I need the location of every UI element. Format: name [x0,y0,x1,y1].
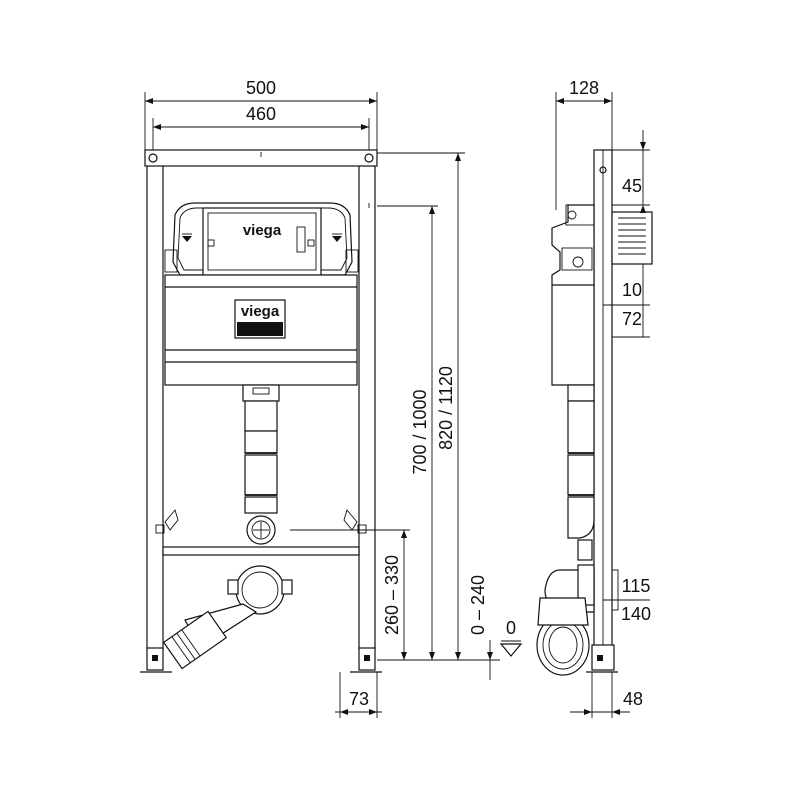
dim-foot-front: 73 [349,689,369,709]
dim-48: 48 [570,672,643,718]
front-vertical-dims: 820 / 1120 700 / 1000 260 – 330 0 – 240 [290,152,500,680]
side-drain-bend [536,564,595,676]
dim-width-outer: 500 [246,78,276,98]
zero-level-mark: 0 [499,618,523,657]
flush-pipe [242,384,280,545]
side-flush-pipe [567,384,595,561]
dim-mid-top: 10 [622,280,642,300]
dim-top: 45 [622,176,642,196]
dim-foot-side: 48 [623,689,643,709]
dim-500: 500 [144,78,378,160]
dim-outlet-height: 700 / 1000 [410,389,430,474]
side-view: 128 [536,78,653,718]
dim-depth: 128 [569,78,599,98]
front-view: 500 460 [140,78,500,718]
dim-460: 460 [152,104,370,160]
dim-floor-adjust: 0 – 240 [468,575,488,635]
dim-zero: 0 [506,618,516,638]
dim-mid-bottom: 72 [622,309,642,329]
cistern-logo: viega [243,222,282,239]
front-panel: viega [164,274,358,386]
side-right-dims: 45 10 72 115 140 [603,130,651,624]
dim-low-bottom: 140 [621,604,651,624]
dim-width-inner: 460 [246,104,276,124]
frame [140,149,382,673]
side-flush-plate [611,211,653,265]
dim-drain-height: 260 – 330 [382,555,402,635]
dim-128: 128 [555,78,613,210]
drain-bend [162,565,293,670]
dim-low-top: 115 [622,576,651,596]
side-cistern [551,204,595,386]
dim-frame-height: 820 / 1120 [436,366,456,450]
dim-73: 73 [335,672,382,718]
lower-crossbar [155,509,367,556]
cistern: viega [164,202,359,276]
panel-logo: viega [241,303,280,320]
